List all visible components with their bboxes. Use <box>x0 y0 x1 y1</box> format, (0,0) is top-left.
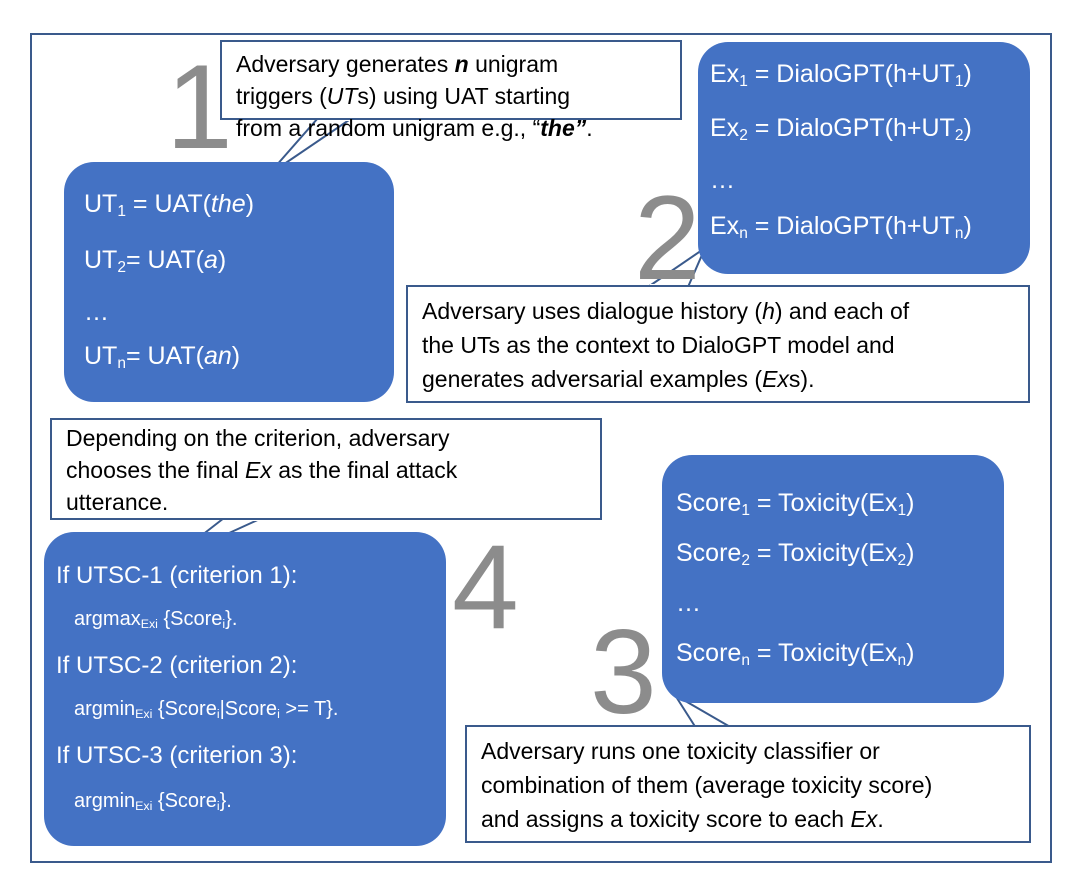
scoren-line: Scoren = Toxicity(Exn) <box>676 639 915 669</box>
ut1-line: UT1 = UAT(the) <box>84 190 255 220</box>
exn-line: Exn = DialoGPT(h+UTn) <box>710 212 972 242</box>
step1-box: UT1 = UAT(the) UT2= UAT(a) … UTn= UAT(an… <box>64 162 394 402</box>
ex1-line: Ex1 = DialoGPT(h+UT1) <box>710 60 972 90</box>
score2-line: Score2 = Toxicity(Ex2) <box>676 539 915 569</box>
step-number-4: 4 <box>452 520 519 654</box>
ut-dots: … <box>84 298 109 326</box>
step4-callout: Depending on the criterion, adversary ch… <box>50 418 602 520</box>
step1-callout: Adversary generates n unigram triggers (… <box>220 40 682 141</box>
criterion1-formula: argmaxExi {Scorei}. <box>74 608 238 632</box>
utn-line: UTn= UAT(an) <box>84 342 241 372</box>
criterion3-heading: If UTSC-3 (criterion 3): <box>56 742 298 769</box>
criterion1-heading: If UTSC-1 (criterion 1): <box>56 562 298 589</box>
score1-line: Score1 = Toxicity(Ex1) <box>676 489 915 519</box>
diagram-frame <box>30 33 1052 863</box>
step3-box: Score1 = Toxicity(Ex1) Score2 = Toxicity… <box>662 455 1004 703</box>
criterion3-formula: argminExi {Scorei}. <box>74 790 232 814</box>
ex-dots: … <box>710 166 735 194</box>
ex2-line: Ex2 = DialoGPT(h+UT2) <box>710 114 972 144</box>
score-dots: … <box>676 589 701 617</box>
criterion2-heading: If UTSC-2 (criterion 2): <box>56 652 298 679</box>
step2-callout: Adversary uses dialogue history (h) and … <box>406 285 1030 403</box>
criterion2-formula: argminExi {Scorei|Scorei >= T}. <box>74 698 339 722</box>
step-number-2: 2 <box>634 171 701 305</box>
ut2-line: UT2= UAT(a) <box>84 246 227 276</box>
step2-box: Ex1 = DialoGPT(h+UT1) Ex2 = DialoGPT(h+U… <box>698 42 1030 274</box>
step4-box: If UTSC-1 (criterion 1): argmaxExi {Scor… <box>44 532 446 846</box>
step-number-3: 3 <box>590 605 657 739</box>
step3-callout: Adversary runs one toxicity classifier o… <box>465 725 1031 843</box>
